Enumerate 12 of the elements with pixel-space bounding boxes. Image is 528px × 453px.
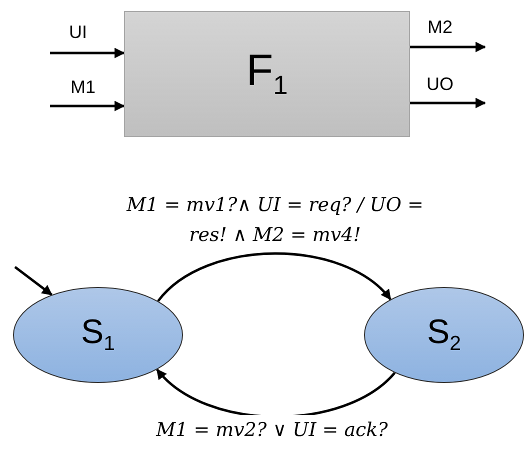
transition-arrow	[157, 252, 392, 302]
arrow	[50, 48, 126, 58]
block-label: F$_{1}$	[246, 49, 288, 99]
arrow	[410, 42, 486, 52]
arrow	[50, 100, 126, 112]
state-label: S$_{2}$	[426, 315, 462, 355]
state-label: S$_{1}$	[80, 315, 116, 355]
arrow	[14, 266, 53, 296]
state-ellipse	[364, 287, 524, 383]
function-block	[124, 11, 410, 137]
state-ellipse	[13, 287, 183, 383]
arrow	[410, 98, 486, 108]
